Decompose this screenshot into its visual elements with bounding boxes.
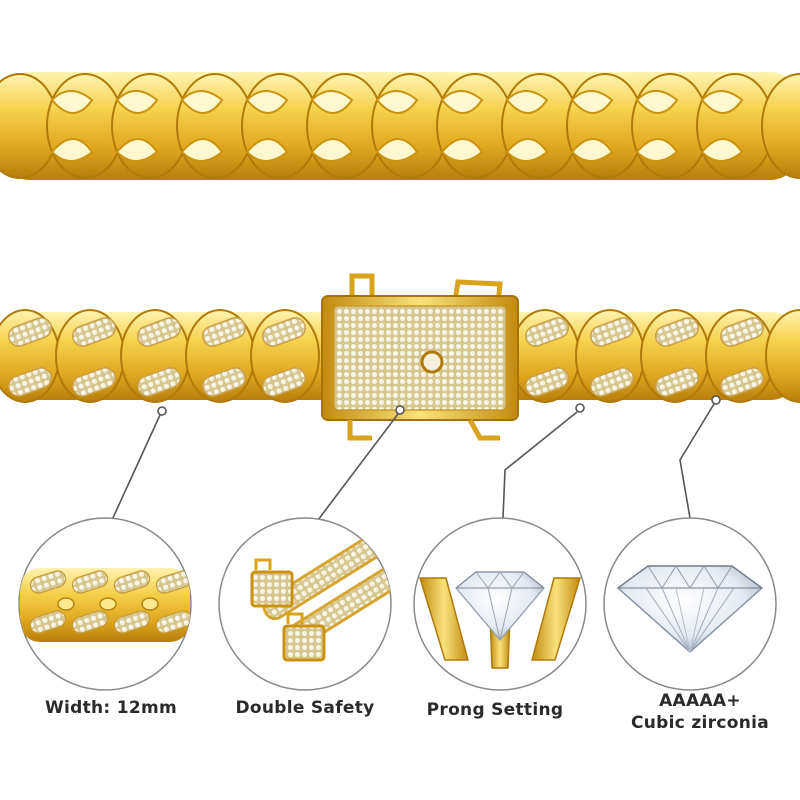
prong-set-diamond-icon [413,517,587,691]
material-line: Cubic zirconia [630,713,770,733]
width-label: Width: 12mm [44,698,178,718]
iced-chain-with-clasp [0,273,800,441]
box-clasp-chain-icon [218,517,392,691]
leader-lines [109,395,721,523]
box-clasp [321,273,519,441]
plain-gold-chain [0,72,800,180]
chain-link-closeup-icon [18,517,192,691]
cubic-zirconia-label: AAAAA+ Cubic zirconia [610,690,790,734]
grade-line: AAAAA+ [659,691,741,711]
double-safety-label: Double Safety [235,698,375,718]
prong-setting-label: Prong Setting [426,700,564,720]
cubic-zirconia-gem-icon [603,517,777,691]
